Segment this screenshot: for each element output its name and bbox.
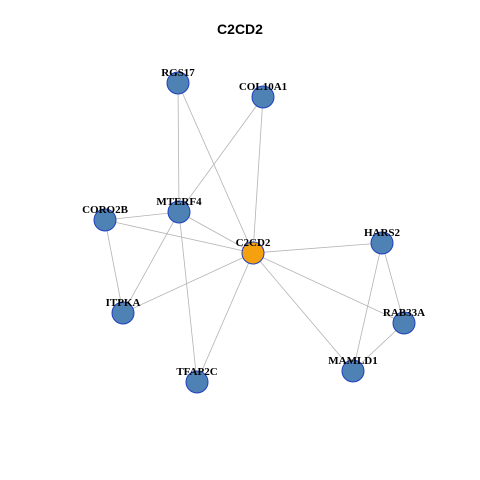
node-label-rgs17: RGS17: [161, 67, 195, 79]
edge-c2cd2-col10a1: [252, 96, 264, 254]
edge-mterf4-tfap2c: [178, 211, 198, 383]
graph-title: C2CD2: [217, 21, 263, 37]
node-label-mamld1: MAMLD1: [328, 355, 378, 367]
node-c2cd2[interactable]: [241, 241, 265, 265]
edge-c2cd2-rab33a: [252, 252, 405, 324]
edge-mterf4-itpka: [122, 211, 180, 314]
node-label-rab33a: RAB33A: [383, 307, 425, 319]
edge-layer: [104, 82, 405, 383]
edge-col10a1-mterf4: [178, 96, 264, 213]
edge-c2cd2-itpka: [122, 252, 254, 314]
node-mterf4[interactable]: [167, 200, 191, 224]
edge-mterf4-coro2b: [104, 211, 180, 221]
node-rgs17[interactable]: [166, 71, 190, 95]
node-rab33a[interactable]: [392, 311, 416, 335]
edge-c2cd2-hars2: [252, 242, 383, 254]
node-tfap2c[interactable]: [185, 370, 209, 394]
edge-c2cd2-coro2b: [104, 219, 254, 254]
edge-c2cd2-rgs17: [177, 82, 254, 254]
node-label-c2cd2: C2CD2: [236, 237, 271, 249]
edge-c2cd2-tfap2c: [196, 252, 254, 383]
node-hars2[interactable]: [370, 231, 394, 255]
node-coro2b[interactable]: [93, 208, 117, 232]
node-label-coro2b: CORO2B: [82, 204, 129, 216]
node-mamld1[interactable]: [341, 359, 365, 383]
node-label-hars2: HARS2: [364, 227, 401, 239]
edge-c2cd2-mterf4: [178, 211, 254, 254]
edge-hars2-rab33a: [381, 242, 405, 324]
node-label-tfap2c: TFAP2C: [176, 366, 217, 378]
node-label-mterf4: MTERF4: [156, 196, 202, 208]
node-label-col10a1: COL10A1: [239, 81, 287, 93]
node-itpka[interactable]: [111, 301, 135, 325]
node-layer: [93, 71, 416, 394]
edge-hars2-mamld1: [352, 242, 383, 372]
edge-rab33a-mamld1: [352, 322, 405, 372]
edge-c2cd2-mamld1: [252, 252, 354, 372]
edge-rgs17-mterf4: [177, 82, 180, 213]
edge-coro2b-itpka: [104, 219, 124, 314]
node-label-itpka: ITPKA: [106, 297, 141, 309]
node-col10a1[interactable]: [251, 85, 275, 109]
